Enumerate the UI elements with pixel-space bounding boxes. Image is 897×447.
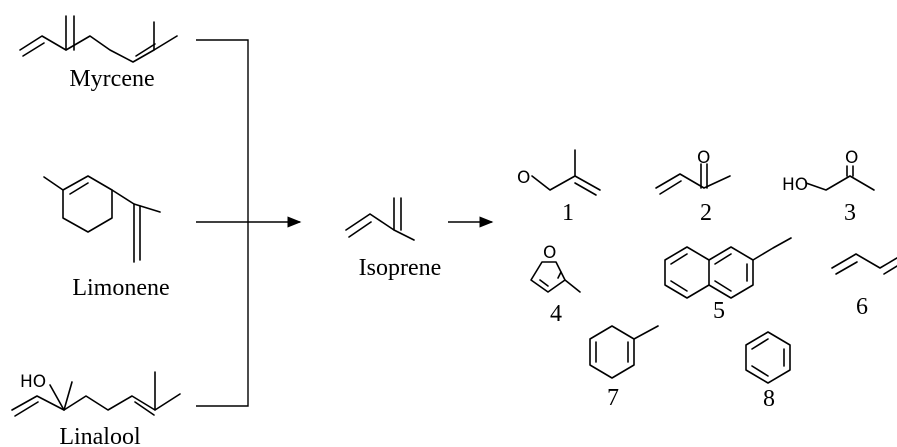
convergence-connector: [196, 39, 302, 407]
myrcene-label: Myrcene: [69, 66, 154, 92]
product-1-structure: [531, 149, 601, 196]
product-4-oxygen-label: O: [543, 243, 556, 263]
product-6-structure: [831, 253, 897, 275]
product-8-number: 8: [763, 386, 775, 412]
product-2-structure: [655, 163, 731, 195]
product-3-structure: [805, 165, 875, 191]
product-2-number: 2: [700, 200, 712, 226]
product-4-number: 4: [550, 301, 562, 327]
linalool-structure: [11, 371, 181, 417]
product-1-number: 1: [562, 200, 574, 226]
product-5-structure: [664, 237, 792, 299]
limonene-structure: [43, 175, 161, 263]
linalool-hydroxyl-label: HO: [20, 372, 46, 392]
product-3-number: 3: [844, 200, 856, 226]
product-7-structure: [589, 325, 659, 379]
product-3-hydroxyl-label: HO: [782, 175, 808, 195]
product-8-structure: [745, 331, 791, 384]
product-7-number: 7: [607, 385, 619, 411]
isoprene-label: Isoprene: [359, 255, 442, 281]
product-5-number: 5: [713, 298, 725, 324]
product-6-number: 6: [856, 294, 868, 320]
isoprene-structure: [345, 197, 415, 241]
linalool-label: Linalool: [59, 424, 141, 447]
product-1-oxygen-label: O: [517, 168, 530, 188]
limonene-label: Limonene: [72, 275, 169, 301]
myrcene-structure: [19, 15, 178, 63]
product-4-structure: [530, 261, 581, 293]
product-2-oxygen-label: O: [697, 148, 710, 168]
product-3-oxygen-label: O: [845, 148, 858, 168]
